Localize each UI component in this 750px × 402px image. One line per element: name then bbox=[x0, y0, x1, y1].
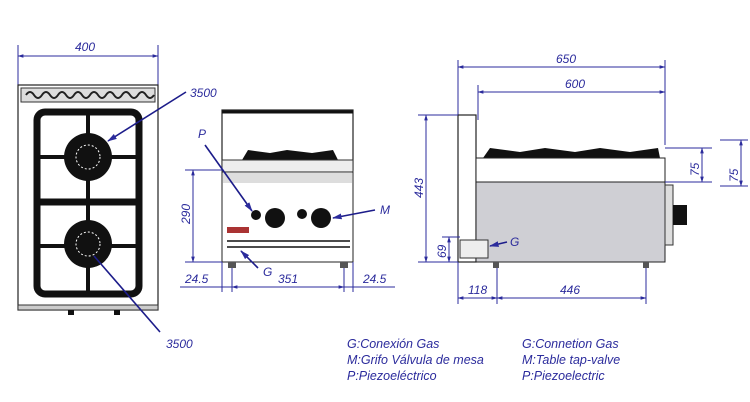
legend-es-m: M:Grifo Válvula de mesa bbox=[347, 353, 484, 367]
foot-depth-dimension: 446 bbox=[560, 283, 580, 297]
side-height-dimension: 443 bbox=[412, 178, 426, 198]
control-panel bbox=[221, 171, 354, 263]
control-knob bbox=[265, 208, 285, 228]
width-dimension: 400 bbox=[75, 40, 95, 54]
piezo-button bbox=[251, 210, 261, 220]
right-offset-dimension: 24.5 bbox=[362, 272, 387, 286]
label-m: M bbox=[380, 203, 390, 217]
legend-es-p: P:Piezoeléctrico bbox=[347, 369, 437, 383]
piezo-button bbox=[297, 209, 307, 219]
foot bbox=[493, 262, 499, 268]
legend-en-g: G:Connetion Gas bbox=[522, 337, 619, 351]
front-height-dimension: 290 bbox=[179, 204, 193, 225]
side-grate bbox=[483, 148, 660, 158]
side-label-g: G bbox=[510, 235, 519, 249]
foot bbox=[228, 262, 236, 268]
leader-line bbox=[240, 250, 259, 269]
leader-line bbox=[93, 255, 161, 333]
burner-bottom-power: 3500 bbox=[166, 337, 193, 351]
leader-line bbox=[332, 209, 376, 220]
top-view: 400 3500 3500 bbox=[17, 40, 217, 351]
top-height-dimension-2: 75 bbox=[727, 168, 741, 182]
front-view: 290 24.5 351 24.5 P M G bbox=[179, 109, 395, 292]
legend-en-m: M:Table tap-valve bbox=[522, 353, 620, 367]
leader-line bbox=[489, 241, 508, 247]
vent-grille-pattern bbox=[25, 91, 155, 99]
legend: G:Conexión Gas M:Grifo Válvula de mesa P… bbox=[347, 337, 620, 383]
brand-badge bbox=[227, 227, 249, 233]
body-side bbox=[475, 181, 666, 263]
panel-top-band bbox=[223, 173, 352, 183]
legend-es-g: G:Conexión Gas bbox=[347, 337, 439, 351]
foot-span-dimension: 351 bbox=[278, 272, 298, 286]
burner-bottom bbox=[64, 220, 112, 268]
side-view: 650 600 443 69 75 75 118 446 G bbox=[412, 52, 748, 304]
top-depth-dimension: 600 bbox=[565, 77, 585, 91]
leader-line bbox=[204, 144, 253, 212]
front-edge bbox=[17, 304, 159, 311]
gas-height-dimension: 69 bbox=[435, 244, 449, 258]
left-offset-dimension: 24.5 bbox=[184, 272, 209, 286]
knob-stub bbox=[114, 310, 120, 315]
label-p: P bbox=[198, 127, 206, 141]
cooktop-side bbox=[475, 157, 666, 183]
front-grate bbox=[242, 150, 338, 160]
legend-en-p: P:Piezoelectric bbox=[522, 369, 605, 383]
front-panel-side bbox=[664, 184, 674, 246]
side-knob bbox=[673, 205, 687, 225]
foot bbox=[340, 262, 348, 268]
leader-line bbox=[107, 91, 187, 142]
burner-top-power: 3500 bbox=[190, 86, 217, 100]
top-height-dimension-1: 75 bbox=[688, 162, 702, 176]
burner-top bbox=[64, 133, 112, 181]
label-g: G bbox=[263, 265, 272, 279]
foot bbox=[643, 262, 649, 268]
total-depth-dimension: 650 bbox=[556, 52, 576, 66]
gas-connection bbox=[459, 239, 489, 259]
knob-stub bbox=[68, 310, 74, 315]
rear-offset-dimension: 118 bbox=[468, 283, 487, 297]
cooktop-edge bbox=[221, 159, 354, 173]
control-knob bbox=[311, 208, 331, 228]
